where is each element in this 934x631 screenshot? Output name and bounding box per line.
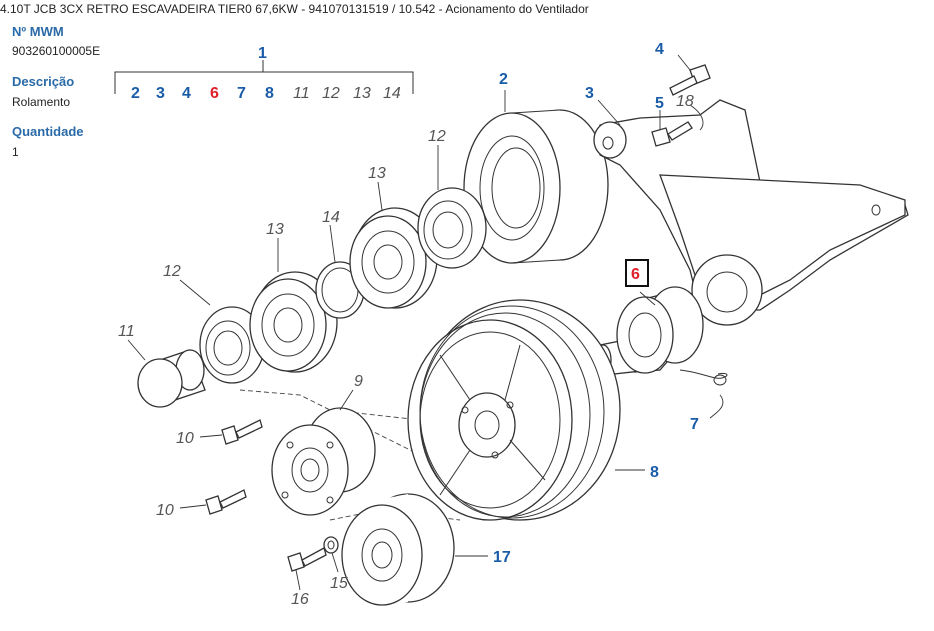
part-15-washer[interactable] <box>323 536 339 554</box>
callout-8[interactable]: 8 <box>650 464 659 481</box>
callout-18[interactable]: 18 <box>676 93 694 110</box>
callout-5[interactable]: 5 <box>655 95 664 112</box>
part-5-bolt[interactable] <box>651 121 693 147</box>
mwm-number-value: 903260100005E <box>12 44 101 58</box>
callout-16[interactable]: 16 <box>291 591 309 608</box>
part-13-bearing-upper[interactable] <box>349 207 438 309</box>
callout-15[interactable]: 15 <box>330 575 348 592</box>
part-10-bolt-upper[interactable] <box>221 419 263 445</box>
part-callouts: 2 3 4 5 18 6 7 8 9 10 10 11 12 12 13 13 … <box>118 41 699 608</box>
part-3-tensioner-bracket[interactable] <box>593 99 909 326</box>
callout-12-lower[interactable]: 12 <box>163 263 181 280</box>
part-9-hub[interactable] <box>271 407 376 516</box>
callout-11[interactable]: 11 <box>118 323 135 340</box>
callout-6[interactable]: 6 <box>631 266 640 283</box>
group-item-4[interactable]: 4 <box>182 85 191 102</box>
part-16-bolt[interactable] <box>287 547 327 572</box>
group-item-8[interactable]: 8 <box>265 85 274 102</box>
part-10-bolt-lower[interactable] <box>205 489 247 515</box>
part-12-seal-upper[interactable] <box>417 187 487 269</box>
leader-lines <box>127 54 724 591</box>
group-item-2[interactable]: 2 <box>131 85 140 102</box>
description-label: Descrição <box>12 74 75 89</box>
part-6-highlight-box <box>625 259 649 287</box>
group-item-14[interactable]: 14 <box>383 85 401 102</box>
callout-7[interactable]: 7 <box>690 416 699 433</box>
part-6-bearing[interactable] <box>594 259 704 376</box>
group-label[interactable]: 1 <box>258 45 267 62</box>
group-bracket <box>114 60 414 94</box>
part-2-idler-pulley[interactable] <box>463 109 609 264</box>
part-13-bearing-lower[interactable] <box>249 271 338 373</box>
callout-9[interactable]: 9 <box>354 373 363 390</box>
callout-3[interactable]: 3 <box>585 85 594 102</box>
group-item-11[interactable]: 11 <box>293 85 310 102</box>
quantity-label: Quantidade <box>12 124 84 139</box>
group-item-13[interactable]: 13 <box>353 85 371 102</box>
callout-17[interactable]: 17 <box>493 549 511 566</box>
quantity-value: 1 <box>12 145 19 159</box>
group-item-12[interactable]: 12 <box>322 85 340 102</box>
callout-13-lower[interactable]: 13 <box>266 221 284 238</box>
group-item-3[interactable]: 3 <box>156 85 165 102</box>
group-label-row: 1 2 3 4 6 7 8 11 12 13 14 <box>131 45 401 102</box>
callout-10-upper[interactable]: 10 <box>176 430 194 447</box>
description-value: Rolamento <box>12 95 71 109</box>
part-7-circlip[interactable] <box>679 369 728 386</box>
part-17-idler-pulley[interactable] <box>341 493 455 606</box>
mwm-number-label: Nº MWM <box>12 24 64 39</box>
callout-14[interactable]: 14 <box>322 209 340 226</box>
callout-12-upper[interactable]: 12 <box>428 128 446 145</box>
group-item-6[interactable]: 6 <box>210 85 219 102</box>
page-title: 4.10T JCB 3CX RETRO ESCAVADEIRA TIER0 67… <box>0 2 589 16</box>
callout-4[interactable]: 4 <box>655 41 664 58</box>
group-item-7[interactable]: 7 <box>237 85 246 102</box>
callout-13-upper[interactable]: 13 <box>368 165 386 182</box>
callout-2[interactable]: 2 <box>499 71 508 88</box>
part-8-fan-pulley[interactable] <box>407 299 621 521</box>
part-4-bolt[interactable] <box>669 64 711 96</box>
part-11-cap[interactable] <box>137 349 206 408</box>
callout-10-lower[interactable]: 10 <box>156 502 174 519</box>
